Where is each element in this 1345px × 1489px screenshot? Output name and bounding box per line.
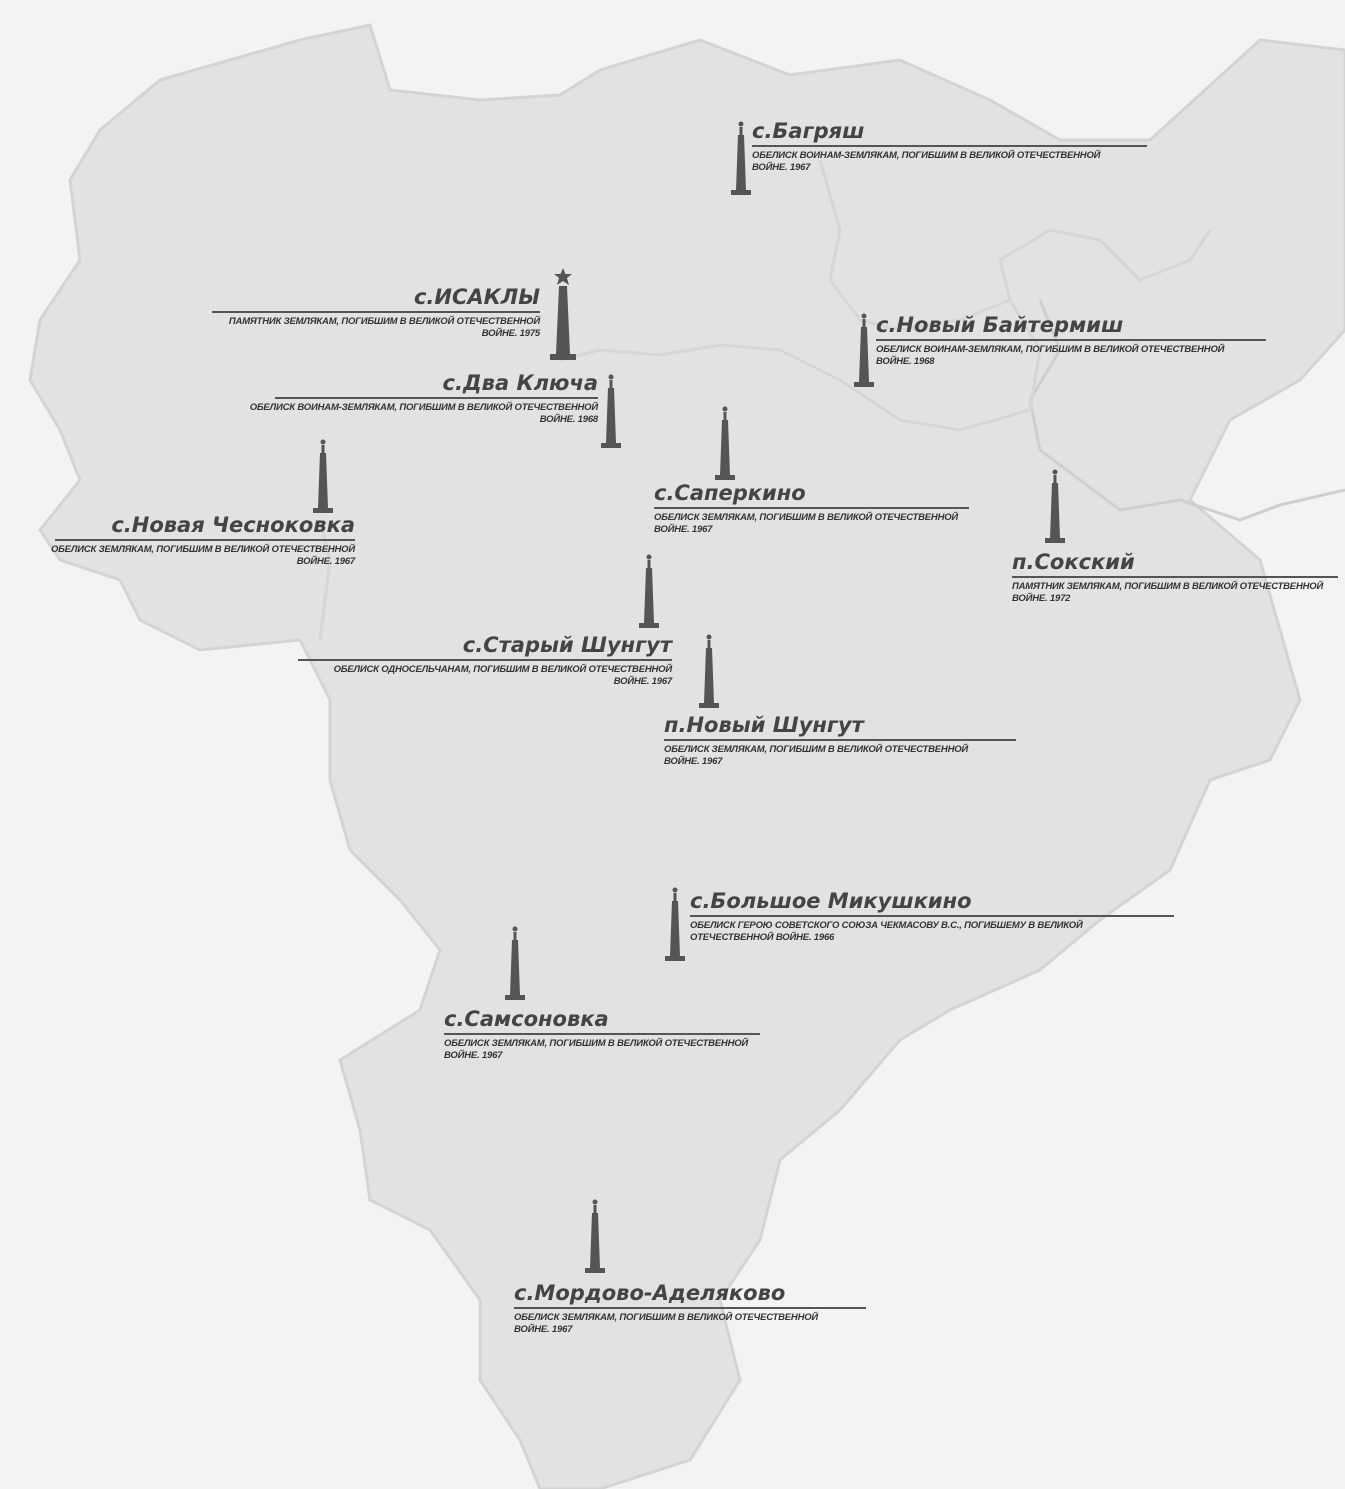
location-description: ОБЕЛИСК ВОИНАМ-ЗЕМЛЯКАМ, ПОГИБШИМ В ВЕЛИ… bbox=[249, 401, 598, 425]
location-name: с.Два Ключа bbox=[442, 371, 598, 395]
location-label-stariy-shungut: с.Старый Шунгут ОБЕЛИСК ОДНОСЕЛЬЧАНАМ, П… bbox=[298, 632, 672, 688]
location-label-samsonovka: с.Самсоновка ОБЕЛИСК ЗЕМЛЯКАМ, ПОГИБШИМ … bbox=[444, 1006, 760, 1062]
district-border-line bbox=[818, 159, 1011, 332]
location-name: с.Багряш bbox=[752, 119, 865, 143]
location-description: ПАМЯТНИК ЗЕМЛЯКАМ, ПОГИБШИМ В ВЕЛИКОЙ ОТ… bbox=[1012, 580, 1324, 604]
location-label-dva-klyucha: с.Два Ключа ОБЕЛИСК ВОИНАМ-ЗЕМЛЯКАМ, ПОГ… bbox=[215, 370, 598, 426]
obelisk-icon bbox=[639, 554, 659, 628]
label-rule bbox=[690, 915, 1174, 917]
district-area bbox=[28, 23, 1345, 1489]
location-description: ОБЕЛИСК ЗЕМЛЯКАМ, ПОГИБШИМ В ВЕЛИКОЙ ОТЕ… bbox=[444, 1037, 749, 1061]
obelisk-icon bbox=[665, 887, 685, 961]
location-name: с.Большое Микушкино bbox=[690, 889, 972, 913]
label-rule bbox=[444, 1033, 760, 1035]
location-description: ОБЕЛИСК ЗЕМЛЯКАМ, ПОГИБШИМ В ВЕЛИКОЙ ОТЕ… bbox=[50, 543, 355, 567]
obelisk-icon bbox=[313, 439, 333, 513]
label-rule bbox=[514, 1307, 866, 1309]
label-rule bbox=[752, 145, 1147, 147]
label-rule bbox=[1012, 576, 1338, 578]
obelisk-icon bbox=[854, 313, 874, 387]
location-name: с.Новый Байтермиш bbox=[876, 313, 1124, 337]
location-label-mordovo-adelyakovo: с.Мордово-Аделяково ОБЕЛИСК ЗЕМЛЯКАМ, ПО… bbox=[514, 1280, 866, 1336]
location-label-novaya-chesnokovka: с.Новая Чесноковка ОБЕЛИСК ЗЕМЛЯКАМ, ПОГ… bbox=[15, 512, 355, 568]
label-rule bbox=[298, 659, 672, 661]
label-rule bbox=[55, 539, 355, 541]
location-label-noviy-baytermish: с.Новый Байтермиш ОБЕЛИСК ВОИНАМ-ЗЕМЛЯКА… bbox=[876, 312, 1266, 368]
obelisk-icon bbox=[601, 374, 621, 448]
district-border-line bbox=[559, 228, 1212, 432]
label-rule bbox=[212, 311, 540, 313]
location-description: ОБЕЛИСК ГЕРОЮ СОВЕТСКОГО СОЮЗА ЧЕКМАСОВУ… bbox=[690, 919, 1083, 943]
location-label-bagryash: с.Багряш ОБЕЛИСК ВОИНАМ-ЗЕМЛЯКАМ, ПОГИБШ… bbox=[752, 118, 1147, 174]
location-name: п.Сокский bbox=[1012, 550, 1135, 574]
label-rule bbox=[664, 739, 1016, 741]
location-description: ПАМЯТНИК ЗЕМЛЯКАМ, ПОГИБШИМ В ВЕЛИКОЙ ОТ… bbox=[228, 315, 540, 339]
location-label-sokskiy: п.Сокский ПАМЯТНИК ЗЕМЛЯКАМ, ПОГИБШИМ В … bbox=[1012, 549, 1338, 605]
river-line bbox=[1028, 299, 1345, 522]
obelisk-icon bbox=[1045, 469, 1065, 543]
obelisk-icon bbox=[715, 406, 735, 480]
location-name: с.Самсоновка bbox=[444, 1007, 609, 1031]
obelisk-icon bbox=[731, 121, 751, 195]
label-rule bbox=[654, 507, 969, 509]
district-border-line bbox=[318, 519, 332, 641]
star-monument-icon bbox=[550, 268, 576, 360]
location-name: с.ИСАКЛЫ bbox=[413, 285, 540, 309]
location-name: п.Новый Шунгут bbox=[664, 713, 864, 737]
location-description: ОБЕЛИСК ВОИНАМ-ЗЕМЛЯКАМ, ПОГИБШИМ В ВЕЛИ… bbox=[752, 149, 1101, 173]
location-label-noviy-shungut: п.Новый Шунгут ОБЕЛИСК ЗЕМЛЯКАМ, ПОГИБШИ… bbox=[664, 712, 1016, 768]
location-description: ОБЕЛИСК ВОИНАМ-ЗЕМЛЯКАМ, ПОГИБШИМ В ВЕЛИ… bbox=[876, 343, 1225, 367]
location-description: ОБЕЛИСК ЗЕМЛЯКАМ, ПОГИБШИМ В ВЕЛИКОЙ ОТЕ… bbox=[514, 1311, 819, 1335]
location-label-isakly: с.ИСАКЛЫ ПАМЯТНИК ЗЕМЛЯКАМ, ПОГИБШИМ В В… bbox=[200, 284, 540, 340]
obelisk-icon bbox=[505, 926, 525, 1000]
location-description: ОБЕЛИСК ЗЕМЛЯКАМ, ПОГИБШИМ В ВЕЛИКОЙ ОТЕ… bbox=[654, 511, 959, 535]
label-rule bbox=[876, 339, 1266, 341]
location-name: с.Мордово-Аделяково bbox=[514, 1281, 786, 1305]
location-name: с.Саперкино bbox=[654, 481, 806, 505]
location-description: ОБЕЛИСК ОДНОСЕЛЬЧАНАМ, ПОГИБШИМ В ВЕЛИКО… bbox=[333, 663, 673, 687]
obelisk-icon bbox=[585, 1199, 605, 1273]
location-name: с.Новая Чесноковка bbox=[111, 513, 355, 537]
location-label-bolshoe-mikushkino: с.Большое Микушкино ОБЕЛИСК ГЕРОЮ СОВЕТС… bbox=[690, 888, 1174, 944]
obelisk-icon bbox=[699, 634, 719, 708]
location-label-saperkino: с.Саперкино ОБЕЛИСК ЗЕМЛЯКАМ, ПОГИБШИМ В… bbox=[654, 480, 984, 536]
location-name: с.Старый Шунгут bbox=[462, 633, 672, 657]
location-description: ОБЕЛИСК ЗЕМЛЯКАМ, ПОГИБШИМ В ВЕЛИКОЙ ОТЕ… bbox=[664, 743, 969, 767]
label-rule bbox=[275, 397, 598, 399]
